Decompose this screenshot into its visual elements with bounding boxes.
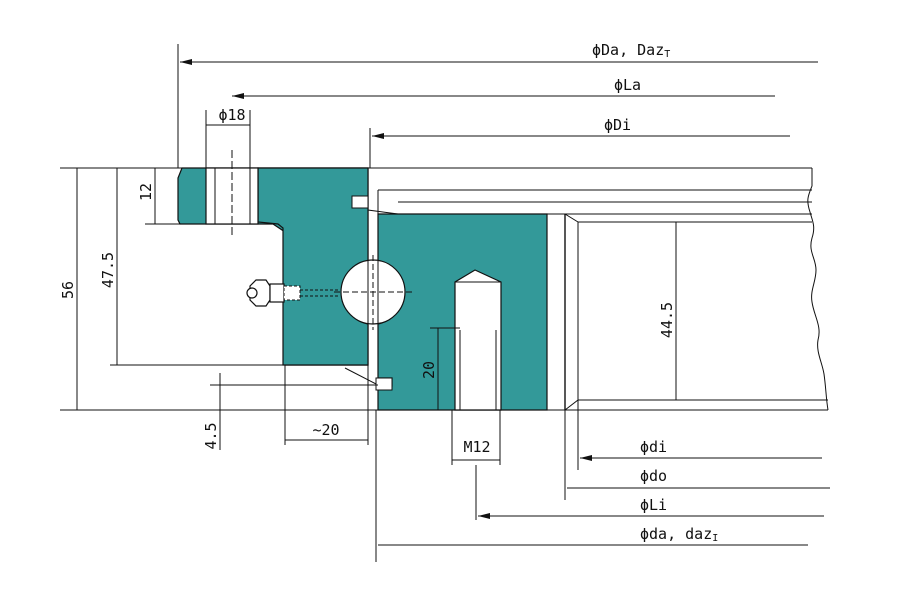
label-di: ϕdi <box>640 438 667 456</box>
label-Di: ϕDi <box>604 116 631 134</box>
label-Li: ϕLi <box>640 496 667 514</box>
label-Da: ϕDa, DazT <box>592 41 670 60</box>
dim-inner-height: 44.5 <box>658 302 676 338</box>
break-line <box>807 168 829 411</box>
grease-nipple <box>246 279 340 307</box>
dim-thread: M12 <box>463 438 490 456</box>
dim-height-total: 56 <box>59 281 77 299</box>
label-La: ϕLa <box>614 76 641 94</box>
threaded-hole <box>454 269 502 411</box>
dim-thread-depth: 20 <box>420 361 438 379</box>
dim-hole-diameter: ϕ18 <box>218 106 245 124</box>
label-do: ϕdo <box>640 467 667 485</box>
dim-flange-height: 12 <box>137 183 155 201</box>
label-da: ϕda, dazI <box>640 525 718 544</box>
dim-gap-width: ~20 <box>312 421 339 439</box>
dim-height-inner: 47.5 <box>99 252 117 288</box>
dim-offset-bottom: 4.5 <box>202 422 220 449</box>
bottom-seal <box>344 367 379 386</box>
